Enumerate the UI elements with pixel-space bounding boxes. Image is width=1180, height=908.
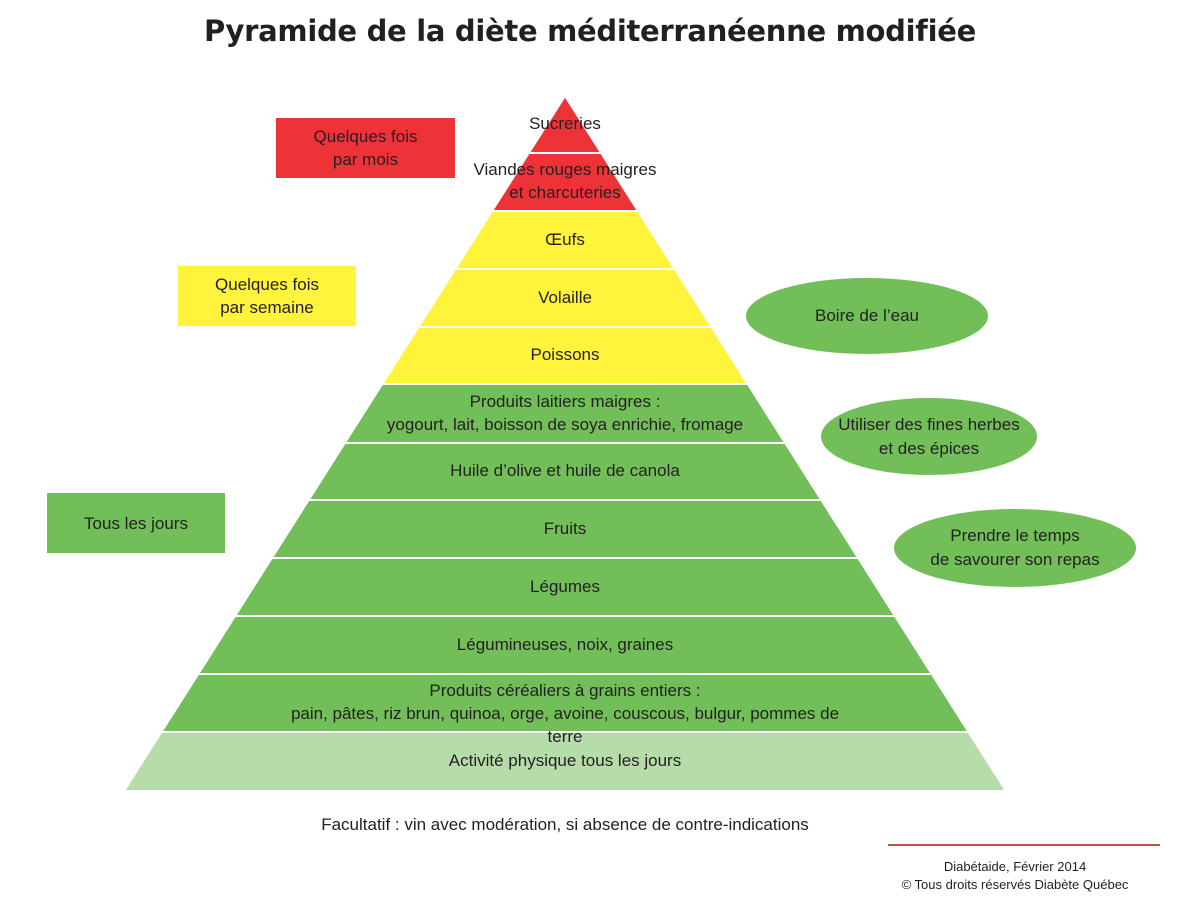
tip-drink-water-line-1: Boire de l’eau	[815, 306, 919, 325]
frequency-weekly-line-1: Quelques fois	[215, 275, 319, 294]
pyramid-tier-2-line-1: Viandes rouges maigres	[473, 160, 657, 179]
pyramid-tier-6-line-2: yogourt, lait, boisson de soya enrichie,…	[386, 414, 744, 434]
frequency-monthly-line-2: par mois	[332, 150, 399, 169]
pyramid-tier-label-12: Activité physique tous les jours	[290, 749, 840, 772]
credit-divider	[888, 844, 1160, 846]
optional-wine-note: Facultatif : vin avec modération, si abs…	[321, 815, 809, 834]
tip-herbs-spices-line-1: Utiliser des fines herbes	[838, 414, 1020, 434]
tip-savour-meal-line-1: Prendre le temps	[950, 526, 1080, 545]
pyramid-tier-8-line-1: Fruits	[543, 518, 587, 538]
pyramid-tier-3-line-1: Œufs	[545, 229, 585, 249]
pyramid-tier-label-8: Fruits	[290, 517, 840, 540]
pyramid-tier-label-11: Produits céréaliers à grains entiers : pa…	[290, 679, 840, 748]
pyramid-tier-2-line-2: et charcuteries	[509, 183, 621, 202]
pyramid-tier-label-1: Sucreries	[290, 112, 840, 135]
frequency-weekly-box: Quelques fois par semaine	[178, 266, 356, 326]
pyramid-tier-label-4: Volaille	[290, 286, 840, 309]
pyramid-tier-5-line-1: Poissons	[530, 345, 600, 364]
frequency-weekly-line-2: par semaine	[220, 298, 314, 317]
frequency-daily-box: Tous les jours	[47, 493, 225, 553]
pyramid-tier-label-2: Viandes rouges maigres et charcuteries	[290, 158, 840, 204]
pyramid-tier-6-line-1: Produits laitiers maigres :	[469, 391, 661, 411]
tip-herbs-spices: Utiliser des fines herbes et des épices	[821, 398, 1037, 475]
pyramid-tier-label-10: Légumineuses, noix, graines	[290, 633, 840, 656]
pyramid-tier-7-line-1: Huile d’olive et huile de canola	[450, 461, 680, 480]
tip-savour-meal-line-2: de savourer son repas	[930, 550, 1100, 569]
diagram-title: Pyramide de la diète méditerranéenne mod…	[204, 14, 976, 48]
pyramid-tier-label-7: Huile d’olive et huile de canola	[290, 459, 840, 482]
pyramid-tier-11-line-2: pain, pâtes, riz brun, quinoa, orge, avo…	[290, 704, 840, 746]
pyramid-tier-label-5: Poissons	[290, 343, 840, 366]
pyramid-tier-12-line-1: Activité physique tous les jours	[448, 751, 682, 770]
frequency-monthly-box: Quelques fois par mois	[276, 118, 455, 178]
tip-herbs-spices-line-2: et des épices	[878, 438, 980, 458]
pyramid-tier-10-line-1: Légumineuses, noix, graines	[456, 634, 674, 654]
tip-drink-water: Boire de l’eau	[746, 278, 988, 354]
pyramid-tier-label-6: Produits laitiers maigres : yogourt, lait…	[290, 390, 840, 436]
frequency-daily-line-1: Tous les jours	[84, 513, 188, 533]
pyramid-tier-1-line-1: Sucreries	[529, 114, 601, 133]
credit-line-2: © Tous droits réservés Diabète Québec	[901, 877, 1129, 892]
tip-savour-meal: Prendre le temps de savourer son repas	[894, 509, 1136, 587]
pyramid-tier-4-line-1: Volaille	[538, 287, 592, 307]
frequency-monthly-line-1: Quelques fois	[313, 127, 418, 146]
pyramid-tier-12	[122, 731, 1008, 792]
pyramid-tier-9-line-1: Légumes	[530, 576, 600, 596]
pyramid-tier-label-9: Légumes	[290, 575, 840, 598]
pyramid-tier-11-line-1: Produits céréaliers à grains entiers :	[429, 681, 701, 700]
pyramid-tier-label-3: Œufs	[290, 228, 840, 251]
credit-line-1: Diabétaide, Février 2014	[943, 859, 1087, 874]
